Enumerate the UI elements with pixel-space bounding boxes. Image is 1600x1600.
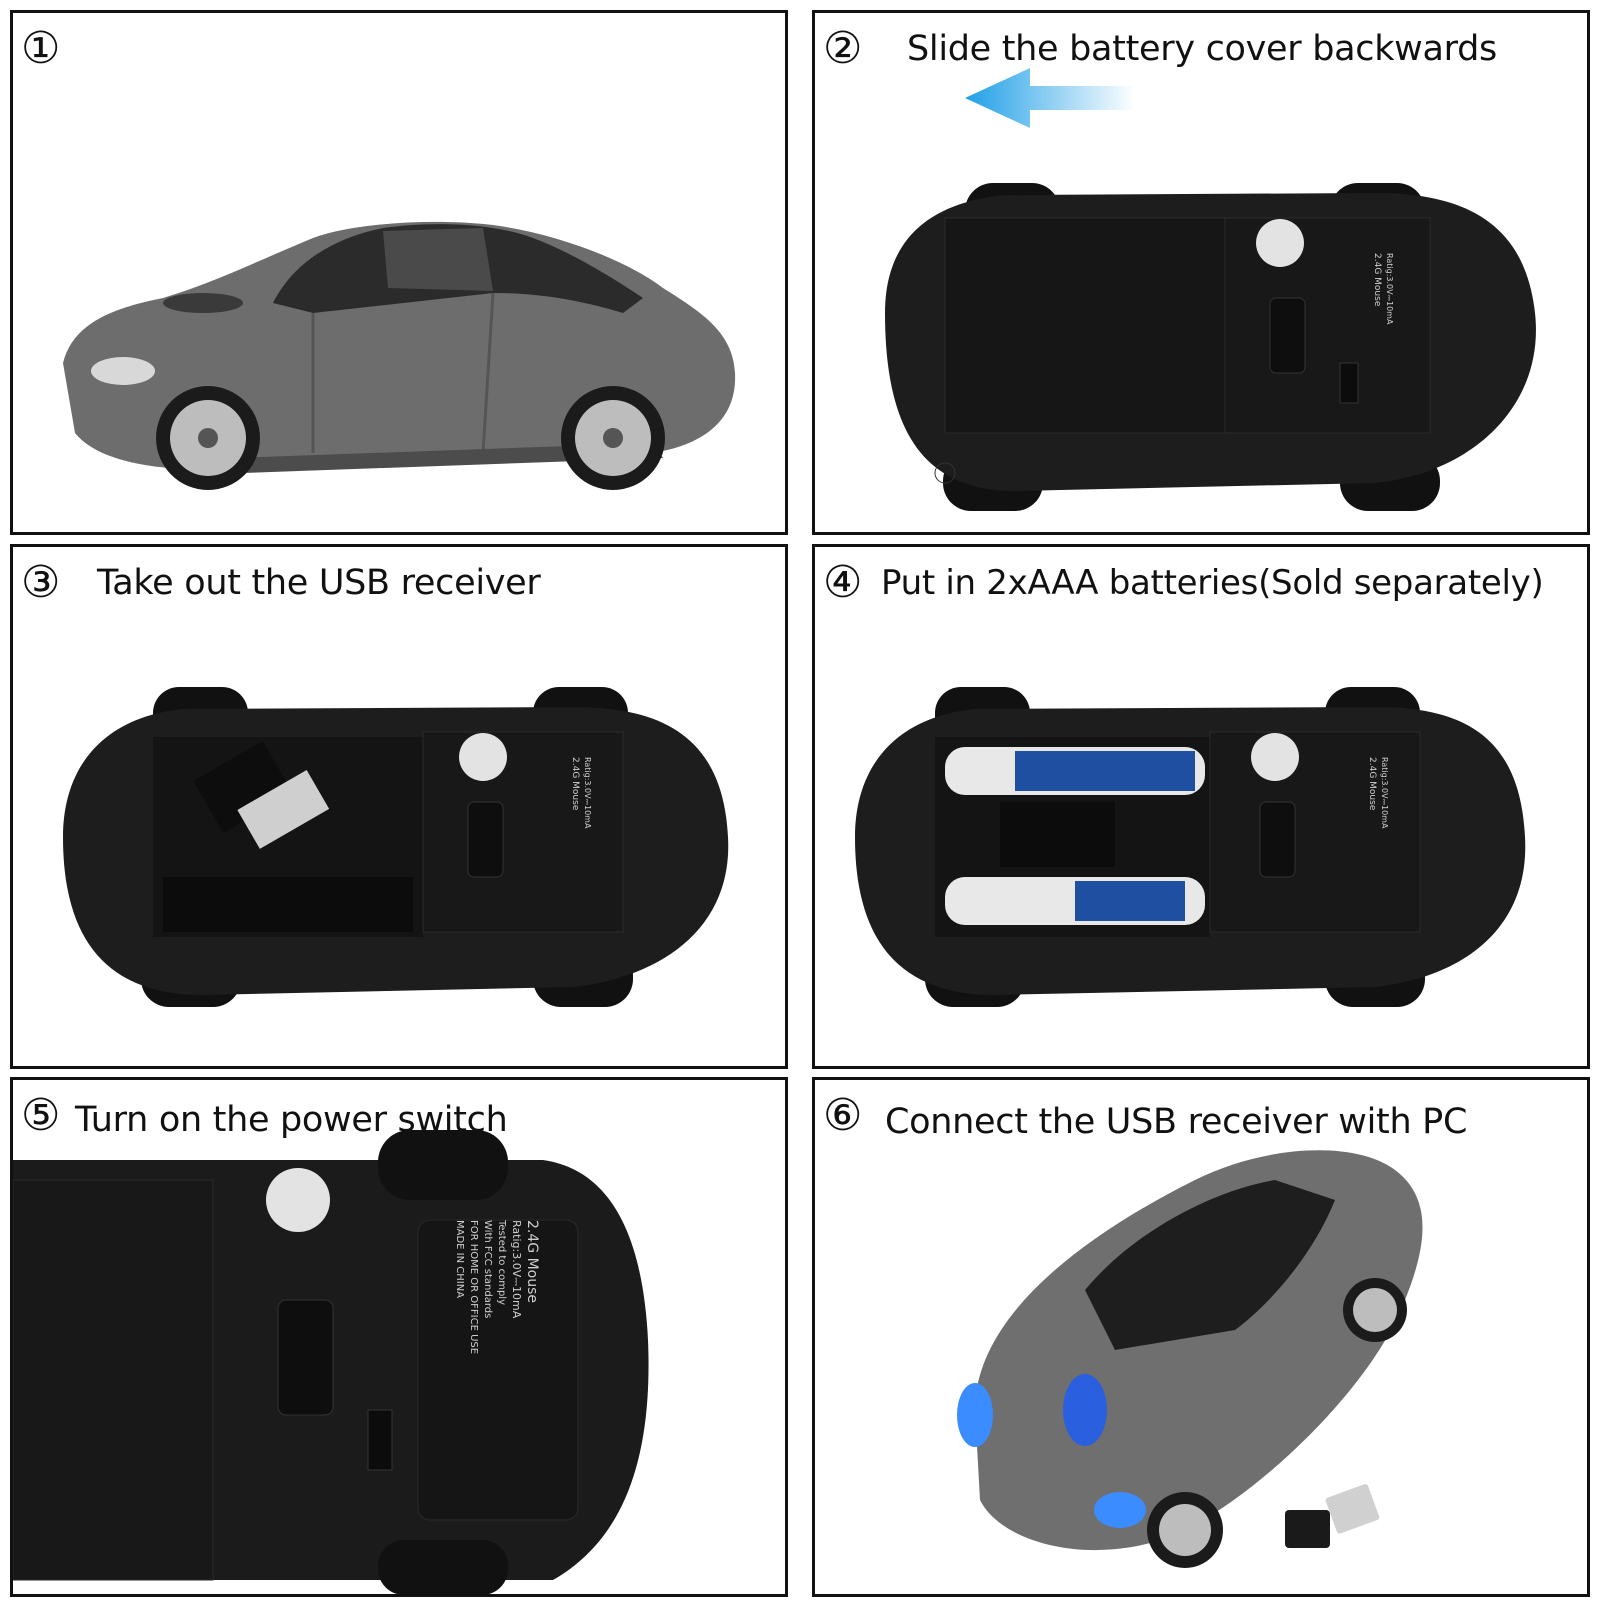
rear-wheel	[561, 386, 665, 490]
battery-top	[945, 747, 1205, 795]
battery-bottom	[945, 877, 1205, 925]
label-fcc: With FCC standards	[482, 1220, 493, 1318]
label-model: 2.4G Mouse	[1372, 253, 1382, 307]
usb-receiver	[193, 741, 330, 849]
left-arrow-icon	[965, 68, 1135, 128]
car-mouse-with-batteries: 2.4G Mouse Ratig:3.0V⎓10mA	[855, 687, 1526, 1007]
car-mouse-underside: 2.4G Mouse Ratig:3.0V⎓10mA	[885, 68, 1536, 511]
label-rating: Ratig:3.0V⎓10mA	[583, 757, 592, 829]
step-6-number: ⑥	[823, 1090, 863, 1141]
step-4-number: ④	[823, 557, 863, 608]
step-2-caption: Slide the battery cover backwards	[907, 29, 1497, 69]
car-mouse-side-view	[63, 221, 736, 490]
label-rating: Ratig:3.0V⎓10mA	[1385, 253, 1394, 325]
step-6-panel: ⑥ Connect the USB receiver with PC	[812, 1077, 1590, 1597]
step-4-panel: ④ Put in 2xAAA batteries(Sold separately…	[812, 544, 1590, 1069]
step-6-caption: Connect the USB receiver with PC	[885, 1102, 1468, 1142]
step-2-number: ②	[823, 23, 863, 74]
label-tested: Tested to comply	[496, 1219, 507, 1305]
label-origin: MADE IN CHINA	[454, 1220, 465, 1298]
step-2-panel: ② Slide the battery cover backwards 2.4G…	[812, 10, 1590, 535]
label-use: FOR HOME OR OFFICE USE	[468, 1220, 479, 1354]
step-3-number: ③	[21, 557, 61, 608]
usb-receiver	[1285, 1484, 1380, 1548]
car-mouse-open-battery-bay: 2.4G Mouse Ratig:3.0V⎓10mA	[63, 687, 729, 1007]
step-5-number: ⑤	[21, 1090, 61, 1141]
car-mouse-with-receiver	[957, 1150, 1423, 1568]
label-rating: Ratig:3.0V⎓10mA	[1380, 757, 1389, 829]
car-mouse-closeup-switch: 2.4G Mouse Ratig:3.0V⎓10mA Tested to com…	[13, 1130, 649, 1594]
step-4-caption: Put in 2xAAA batteries(Sold separately)	[881, 563, 1544, 603]
label-model: 2.4G Mouse	[570, 757, 580, 811]
step-1-number: ①	[21, 23, 61, 74]
step-3-panel: ③ Take out the USB receiver 2.4G Mouse R…	[10, 544, 788, 1069]
label-rating: Ratig:3.0V⎓10mA	[510, 1220, 523, 1319]
front-wheel	[156, 386, 260, 490]
step-3-caption: Take out the USB receiver	[97, 563, 541, 603]
step-5-panel: ⑤ Turn on the power switch 2.4G Mouse Ra…	[10, 1077, 788, 1597]
step-1-panel: ①	[10, 10, 788, 535]
label-model: 2.4G Mouse	[1367, 757, 1377, 811]
label-model: 2.4G Mouse	[524, 1220, 540, 1303]
